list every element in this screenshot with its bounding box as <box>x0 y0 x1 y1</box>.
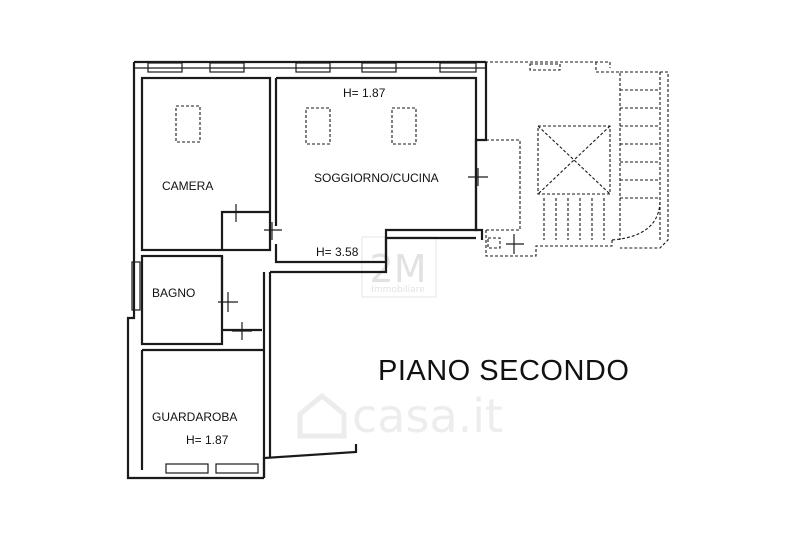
stairwell <box>485 61 669 257</box>
portal-watermark-text: casa.it <box>352 389 503 443</box>
ceiling-height-soggiorno: H= 1.87 <box>343 86 386 100</box>
portal-watermark: casa.it <box>297 389 503 443</box>
windows <box>131 62 477 474</box>
agency-watermark: 2M Immobiliare <box>361 236 437 298</box>
room-label-bagno: BAGNO <box>152 286 195 300</box>
interior-walls <box>140 76 478 470</box>
room-label-camera: CAMERA <box>162 179 213 193</box>
house-logo-icon <box>297 392 347 439</box>
ceiling-height-soggiorno-low: H= 3.58 <box>316 245 359 259</box>
skylights <box>175 105 417 145</box>
floor-title: PIANO SECONDO <box>378 355 629 387</box>
door-markers <box>218 168 524 340</box>
room-label-guardaroba: GUARDAROBA <box>152 410 237 424</box>
ceiling-height-guardaroba: H= 1.87 <box>186 433 229 447</box>
agency-name-text: Immobiliare <box>371 285 425 295</box>
agency-mark-text: 2M <box>370 247 427 291</box>
room-label-soggiorno-cucina: SOGGIORNO/CUCINA <box>314 171 439 185</box>
outer-walls <box>126 60 488 480</box>
